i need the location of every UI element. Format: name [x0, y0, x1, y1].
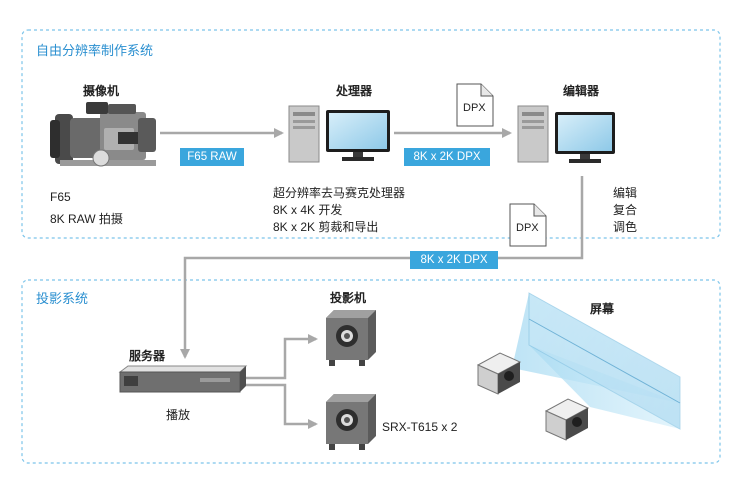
- production-section-box: [21, 29, 721, 239]
- production-section-title: 自由分辨率制作系统: [36, 43, 154, 58]
- dpx-file-icon-b: [509, 203, 547, 247]
- projector-icon-2: [326, 394, 376, 450]
- dpx-file-label-a: DPX: [463, 102, 486, 114]
- editor-note-1: 编辑: [613, 186, 638, 200]
- screen-projector-icon-1: [476, 352, 522, 395]
- processor-note-2: 8K x 4K 开发: [273, 203, 343, 217]
- camera-note-model: F65: [50, 190, 71, 204]
- arrow-server-to-projector-2: [246, 383, 318, 429]
- arrow-editor-to-server: [180, 176, 584, 359]
- camera-label: 摄像机: [83, 84, 120, 98]
- editor-label: 编辑器: [563, 84, 600, 98]
- processor-computer-icon: [288, 105, 390, 163]
- projector-label: 投影机: [330, 291, 367, 305]
- dpx-file-label-b: DPX: [516, 222, 539, 234]
- camera-note-capture: 8K RAW 拍摄: [50, 212, 123, 226]
- processor-note-3: 8K x 2K 剪裁和导出: [273, 220, 379, 234]
- processor-note-1: 超分辨率去马赛克处理器: [273, 186, 406, 200]
- projection-section-title: 投影系统: [36, 291, 89, 306]
- dpx-badge-2: 8K x 2K DPX: [410, 251, 498, 269]
- projection-section-box: [21, 279, 721, 464]
- screen-label: 屏幕: [590, 302, 615, 316]
- projector-icon-1: [326, 310, 376, 366]
- server-icon: [118, 365, 248, 393]
- screen-icon: [528, 292, 681, 430]
- projector-note-model: SRX-T615 x 2: [382, 420, 458, 434]
- editor-note-3: 调色: [613, 220, 638, 234]
- server-label: 服务器: [129, 349, 166, 363]
- server-note-playback: 播放: [166, 408, 191, 422]
- camera-icon: [50, 102, 156, 167]
- screen-projector-icon-2: [544, 398, 590, 441]
- processor-label: 处理器: [336, 84, 373, 98]
- arrow-server-to-projector-1: [246, 334, 318, 380]
- dpx-badge-1: 8K x 2K DPX: [404, 148, 490, 166]
- dpx-file-icon-a: [456, 83, 494, 127]
- editor-note-2: 复合: [613, 203, 638, 217]
- f65-raw-badge: F65 RAW: [180, 148, 244, 166]
- editor-computer-icon: [517, 105, 615, 163]
